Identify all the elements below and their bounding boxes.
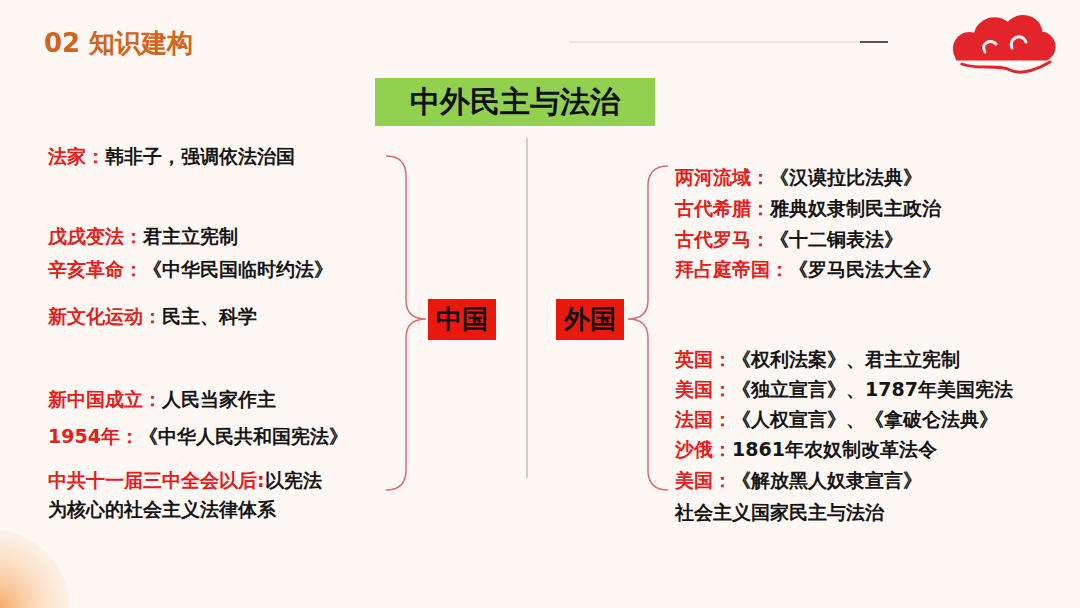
box-text: 中外民主与法治	[410, 82, 620, 123]
label-row: 辛亥革命：《中华民国临时约法》	[48, 255, 333, 284]
topic-label: 新文化运动：	[48, 305, 162, 327]
divider-line	[526, 138, 527, 478]
topic-content: 《解放黑人奴隶宣言》	[732, 469, 922, 491]
title-box: 中外民主与法治	[375, 78, 655, 126]
category-box: 外国	[556, 299, 624, 340]
left-brace	[386, 156, 426, 490]
label-row: 社会主义国家民主与法治	[675, 498, 884, 527]
topic-content: 雅典奴隶制民主政治	[770, 197, 941, 219]
topic-label: 新中国成立：	[48, 388, 162, 410]
label-row: 美国：《解放黑人奴隶宣言》	[675, 466, 922, 495]
label-row: 英国：《权利法案》、君主立宪制	[675, 345, 960, 374]
topic-label: 古代希腊：	[675, 197, 770, 219]
category-box: 中国	[428, 299, 496, 340]
cloud-ornament	[955, 18, 1053, 73]
label-row: 1954年：《中华人民共和国宪法》	[48, 422, 348, 451]
topic-content: 《独立宣言》、1787年美国宪法	[732, 378, 1013, 400]
corner-arc	[0, 530, 70, 608]
topic-label: 法国：	[675, 408, 732, 430]
box-text: 中国	[436, 302, 488, 337]
slide-heading: 02 知识建构	[44, 26, 193, 61]
topic-label: 英国：	[675, 348, 732, 370]
label-row: 新中国成立：人民当家作主	[48, 385, 276, 414]
label-row: 中共十一届三中全会以后:以宪法 为核心的社会主义法律体系	[48, 466, 388, 525]
topic-label: 美国：	[675, 378, 732, 400]
label-row: 古代罗马：《十二铜表法》	[675, 225, 903, 254]
topic-label: 拜占庭帝国：	[675, 258, 789, 280]
topic-content: 民主、科学	[162, 305, 257, 327]
topic-label: 两河流域：	[675, 166, 770, 188]
label-row: 两河流域：《汉谟拉比法典》	[675, 163, 922, 192]
topic-content: 《罗马民法大全》	[789, 258, 941, 280]
label-row: 新文化运动：民主、科学	[48, 302, 257, 331]
label-row: 戊戌变法：君主立宪制	[48, 222, 238, 251]
topic-content: 1861年农奴制改革法令	[732, 438, 937, 460]
label-row: 法家：韩非子，强调依法治国	[48, 142, 295, 171]
label-row: 拜占庭帝国：《罗马民法大全》	[675, 255, 941, 284]
topic-label: 戊戌变法：	[48, 225, 143, 247]
topic-content: 人民当家作主	[162, 388, 276, 410]
box-text: 外国	[564, 302, 616, 337]
right-brace	[628, 166, 668, 490]
header-rule-accent	[860, 41, 888, 43]
topic-label: 1954年：	[48, 425, 139, 447]
topic-content: 韩非子，强调依法治国	[105, 145, 295, 167]
topic-content: 《十二铜表法》	[770, 228, 903, 250]
label-row: 法国：《人权宣言》、《拿破仑法典》	[675, 405, 998, 434]
topic-label: 中共十一届三中全会以后:	[48, 469, 265, 491]
label-row: 沙俄：1861年农奴制改革法令	[675, 435, 937, 464]
header-rule	[570, 42, 880, 43]
topic-content: 社会主义国家民主与法治	[675, 501, 884, 523]
label-row: 美国：《独立宣言》、1787年美国宪法	[675, 375, 1013, 404]
topic-content: 《汉谟拉比法典》	[770, 166, 922, 188]
label-row: 古代希腊：雅典奴隶制民主政治	[675, 194, 941, 223]
topic-label: 古代罗马：	[675, 228, 770, 250]
topic-label: 沙俄：	[675, 438, 732, 460]
topic-label: 法家：	[48, 145, 105, 167]
topic-content: 《中华人民共和国宪法》	[139, 425, 348, 447]
topic-label: 美国：	[675, 469, 732, 491]
topic-content: 《人权宣言》、《拿破仑法典》	[732, 408, 998, 430]
topic-label: 辛亥革命：	[48, 258, 143, 280]
topic-content: 君主立宪制	[143, 225, 238, 247]
topic-content: 《权利法案》、君主立宪制	[732, 348, 960, 370]
topic-content: 《中华民国临时约法》	[143, 258, 333, 280]
